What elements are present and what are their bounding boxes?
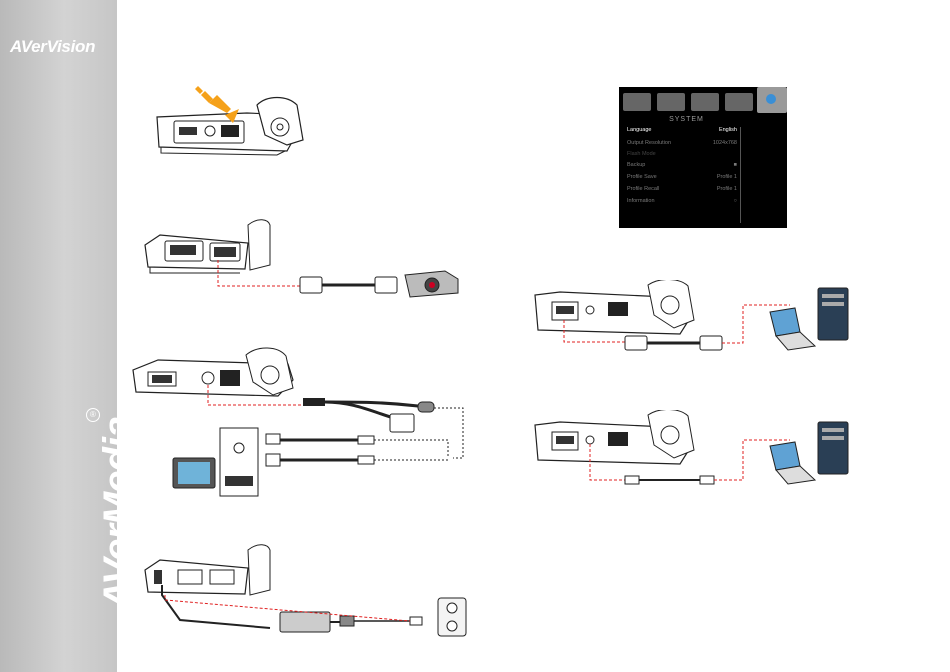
figure-computer-usb-connection [530,410,860,495]
figure-port-location [147,85,312,160]
figure-power-connection [140,540,470,640]
osd-row-output-resolution[interactable]: Output Resolution 1024x768 [627,140,737,150]
osd-row-profile-save[interactable]: Profile Save Profile 1 [627,174,737,184]
image-icon [657,93,685,111]
osd-row-language[interactable]: Language English [627,127,737,137]
figure-tv-connection [128,340,478,500]
tv-icon [173,458,215,488]
osd-row-information[interactable]: Information ○ [627,198,737,208]
laptop-icon [770,308,815,350]
brand-sidebar: AVerVision ® AVerMedia [0,0,117,672]
osd-row-backup[interactable]: Backup ■ [627,162,737,172]
camera-icon [623,93,651,111]
laptop-icon [770,442,815,484]
settings-icon [725,93,753,111]
desktop-tower-icon [818,288,848,340]
desktop-tower-icon [818,422,848,474]
wall-outlet-icon [438,598,466,636]
osd-title: SYSTEM [619,116,754,123]
projector-icon [405,271,458,297]
aververvision-logo: AVerVision [10,37,95,57]
osd-row-profile-recall[interactable]: Profile Recall Profile 1 [627,186,737,196]
info-icon: ○ [734,198,737,204]
tools-icon [691,93,719,111]
backup-icon: ■ [734,162,737,168]
osd-separator [740,127,741,223]
figure-projector-connection [140,215,470,300]
osd-row-flash-mode[interactable]: Flash Mode [627,151,737,161]
osd-menu: SYSTEM Language English Output Resolutio… [619,87,787,228]
figure-computer-vga-connection [530,280,860,365]
